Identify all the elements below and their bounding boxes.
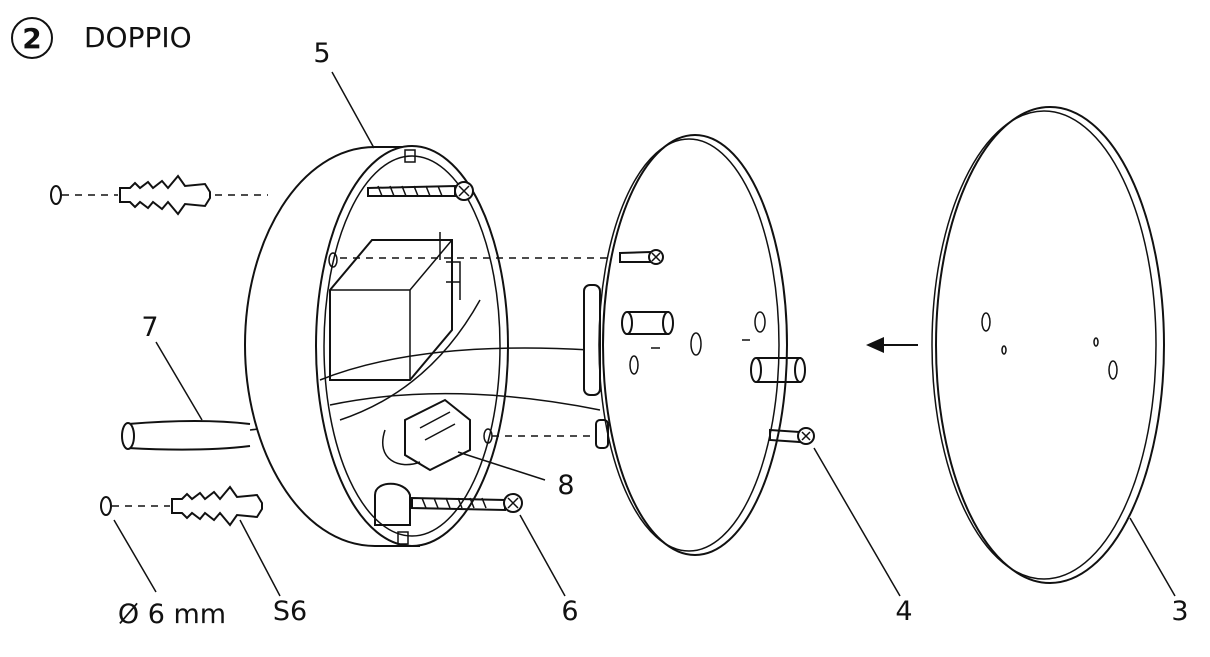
back-box [243,145,601,547]
anchor-upper [50,174,268,216]
callout-8: 8 [557,470,574,501]
mounting-plate [583,134,815,556]
callout-5: 5 [313,38,330,69]
cover-plate [931,106,1165,584]
callout-s6: S6 [273,596,307,627]
arrow-left-icon [866,337,918,353]
anchor-lower [100,485,263,527]
callout-6: 6 [561,596,578,627]
callout-hole-diameter: Ø 6 mm [118,599,226,630]
callout-3: 3 [1171,596,1188,627]
leader-lines [113,71,1176,597]
callout-4: 4 [895,596,912,627]
callout-7: 7 [141,312,158,343]
diagram-title: DOPPIO [84,21,192,54]
step-badge: 2 [11,17,53,59]
step-number: 2 [22,22,41,55]
